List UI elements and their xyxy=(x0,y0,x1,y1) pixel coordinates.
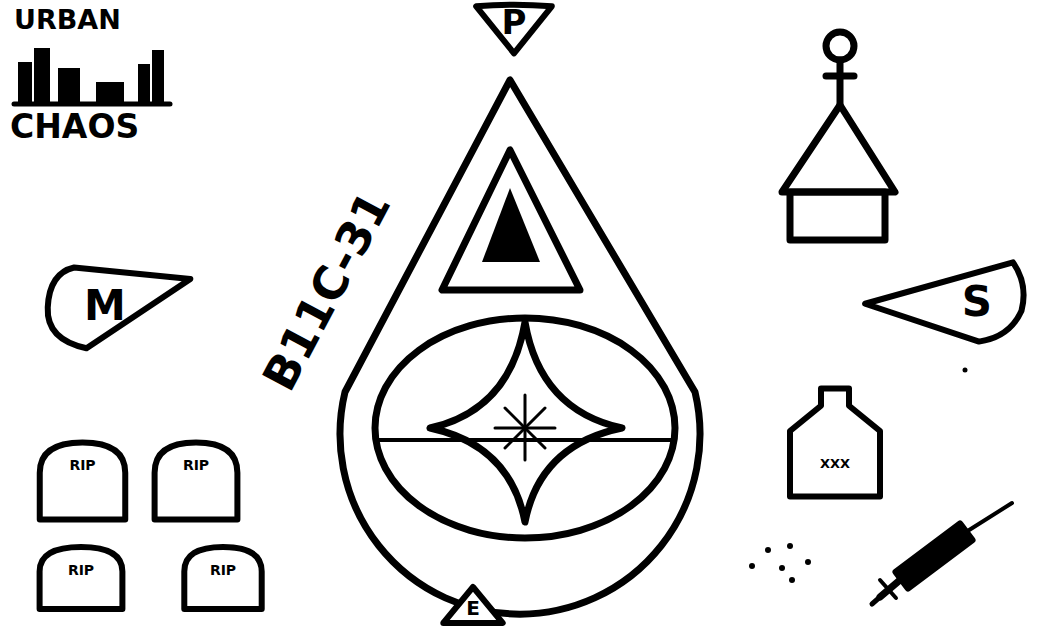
tombstone-shape-outline xyxy=(150,440,242,522)
tag-code: B11C-31 xyxy=(255,184,397,397)
logo-word: CHAOS xyxy=(10,110,139,143)
symbol-letter: RIP xyxy=(183,458,209,472)
pennant-shape: M xyxy=(40,258,195,353)
symbol-letter: RIP xyxy=(69,458,95,472)
logo-word: URBAN xyxy=(14,6,121,33)
pennant-shape-outline xyxy=(860,258,1030,346)
symbol-letter: RIP xyxy=(210,563,236,577)
tombstone-shape-outline xyxy=(35,545,127,611)
tombstone-shape-outline xyxy=(180,545,266,611)
tombstone-shape: RIP xyxy=(35,545,127,611)
symbol-letter: S xyxy=(962,281,992,323)
tombstone-shape: RIP xyxy=(35,440,130,522)
bottle-shape: XXX xyxy=(785,385,885,500)
tombstone-shape: RIP xyxy=(180,545,266,611)
symbol-letter: M xyxy=(84,285,126,327)
symbol-letter: XXX xyxy=(820,457,850,470)
symbol-letter: E xyxy=(466,598,480,618)
tombstone-shape: RIP xyxy=(150,440,242,522)
emblem-triangle: E xyxy=(440,585,506,625)
tombstone-shape-outline xyxy=(35,440,130,522)
bottle-shape-outline xyxy=(785,385,885,500)
emblem-chevron: P xyxy=(472,2,556,56)
symbol-letter: RIP xyxy=(68,563,94,577)
pennant-shape: S xyxy=(860,258,1030,346)
symbol-letter: P xyxy=(502,5,527,39)
